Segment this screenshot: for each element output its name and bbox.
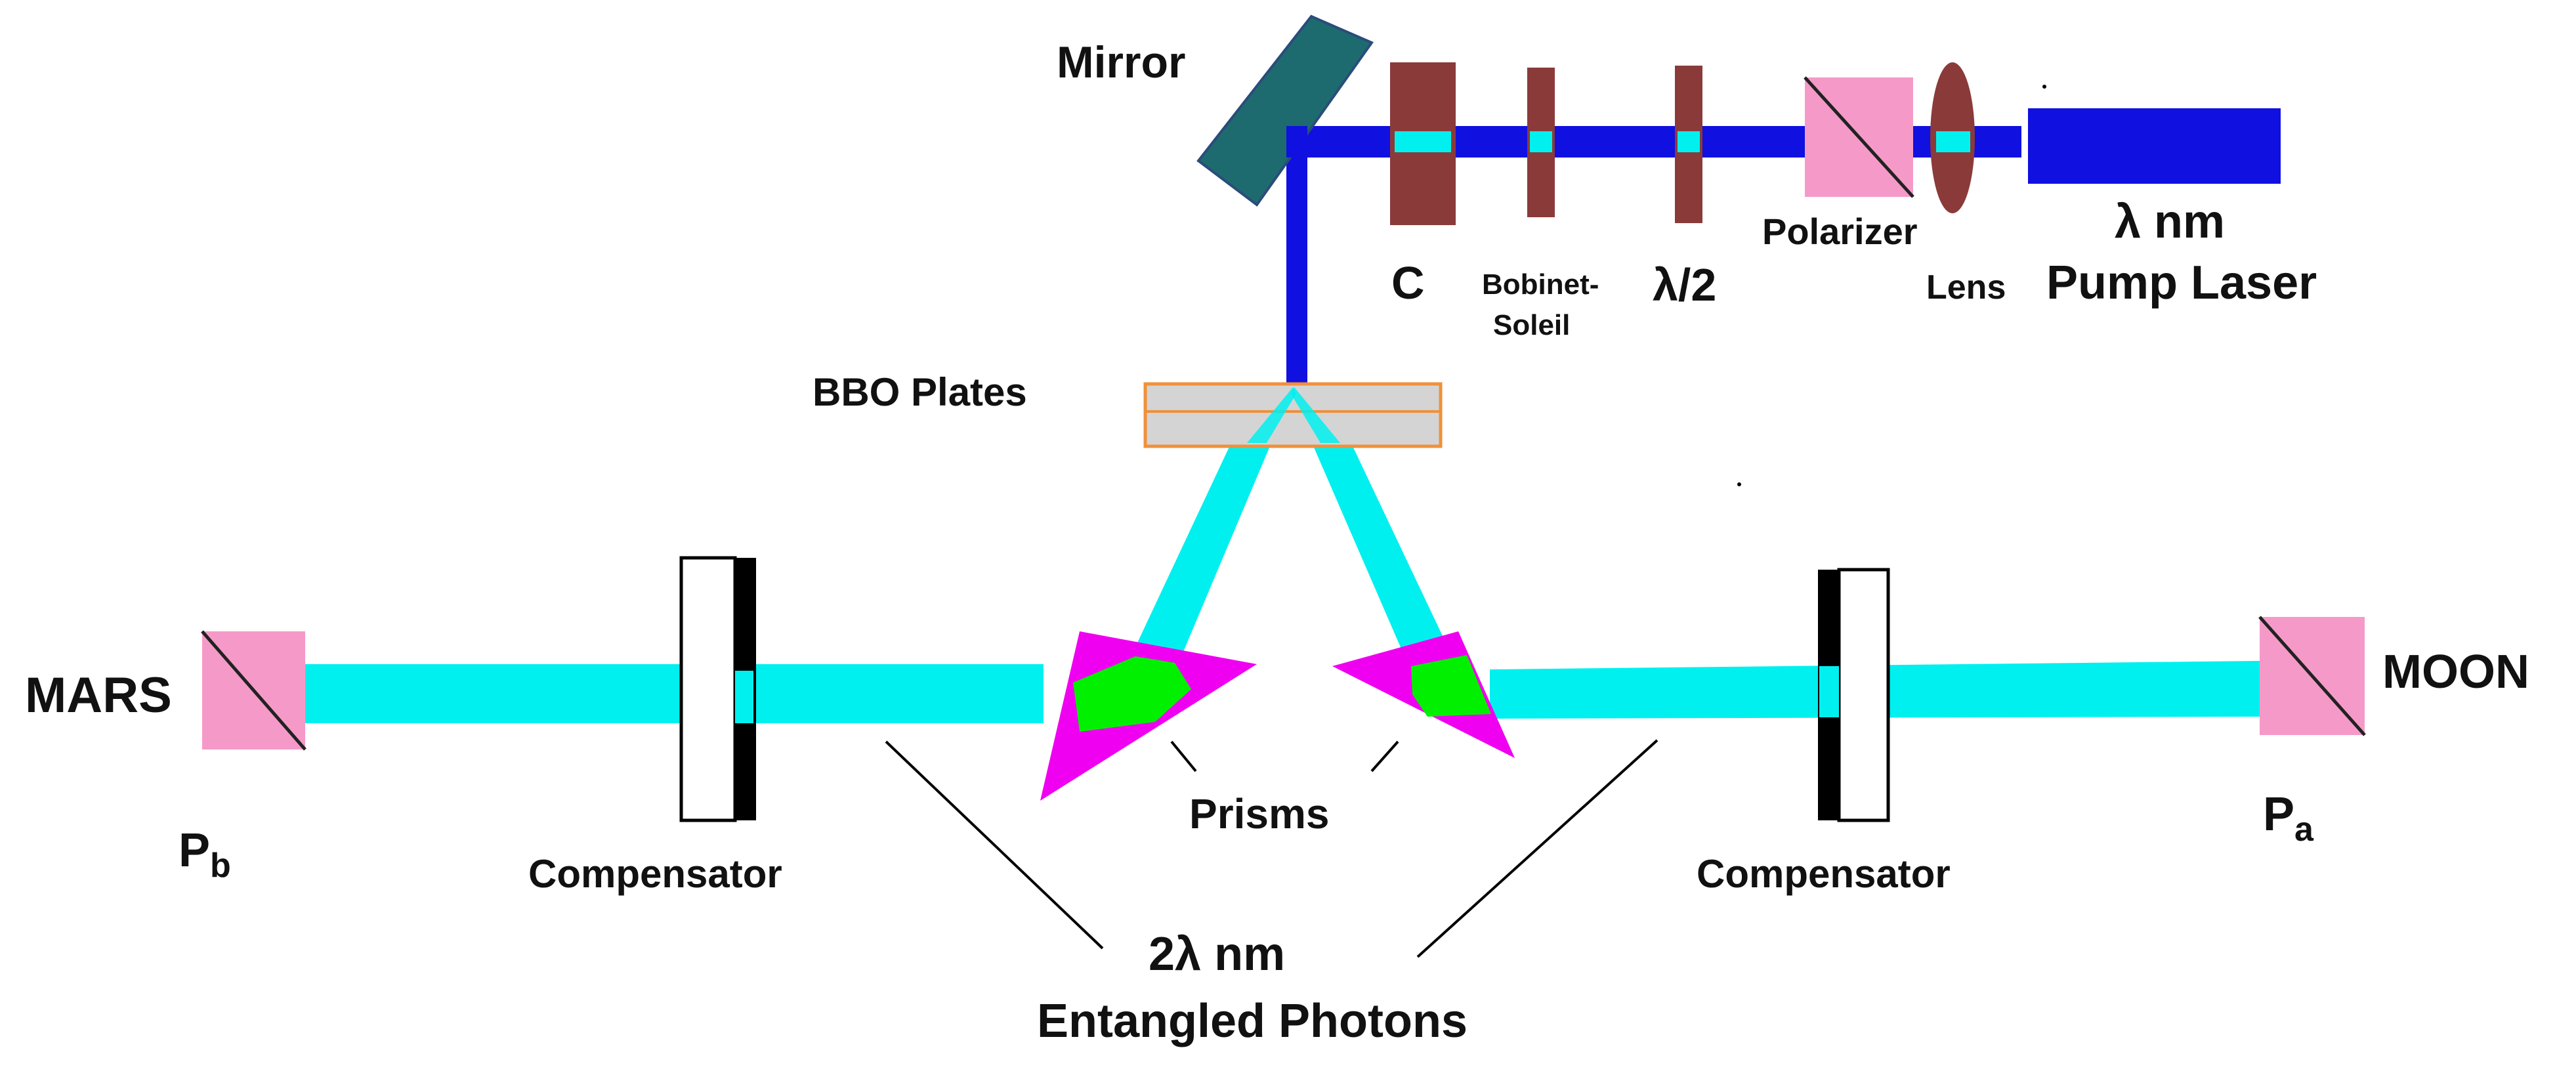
compensator-right — [1837, 568, 1890, 822]
pump-laser — [2028, 108, 2281, 184]
label-mirror: Mirror — [1057, 37, 1185, 87]
half-wave-plate-window — [1678, 131, 1700, 152]
label-polarizer: Polarizer — [1762, 211, 1918, 252]
pump-polarizer-diagonal — [1804, 76, 1914, 198]
label-soleil: Soleil — [1493, 309, 1570, 341]
polarizer-pa-diagonal — [2258, 616, 2366, 736]
stray-dot-1 — [2042, 85, 2046, 89]
mirror — [1196, 14, 1374, 207]
label-pb: Pb — [179, 824, 231, 885]
label-prisms: Prisms — [1189, 790, 1329, 837]
label-entangled-photons: Entangled Photons — [1037, 995, 1467, 1047]
pointer-line-prism-right — [1370, 740, 1399, 772]
photon-beam-left — [295, 664, 1044, 723]
bbo-plates — [1143, 382, 1443, 448]
bobinet-soleil-window — [1530, 131, 1552, 152]
label-compensator-left: Compensator — [528, 852, 782, 896]
pointer-line-prism-left — [1170, 740, 1197, 772]
compensator-left-window — [735, 671, 753, 723]
label-pump-laser: Pump Laser — [2046, 257, 2317, 309]
label-pb-subscript: b — [210, 847, 231, 885]
label-c: C — [1391, 257, 1425, 308]
label-compensator-right: Compensator — [1697, 852, 1951, 896]
label-bobinet: Bobinet- — [1482, 268, 1599, 301]
photon-beam-diagonal-left — [1134, 384, 1296, 656]
prism-right-window — [1411, 655, 1491, 717]
label-pa: Pa — [2263, 788, 2314, 849]
label-bbo-plates: BBO Plates — [813, 370, 1027, 414]
label-lens: Lens — [1926, 268, 2006, 306]
stray-dot-2 — [1737, 482, 1741, 486]
lens-beam-window — [1936, 131, 1970, 152]
c-element-window — [1395, 131, 1451, 152]
bbo-beam-overlay-left — [1247, 387, 1296, 443]
label-pa-subscript: a — [2294, 811, 2314, 849]
compensator-left — [679, 556, 737, 822]
prism-left-window — [1073, 656, 1191, 732]
label-mars: MARS — [25, 667, 172, 723]
pump-beam-vertical — [1286, 126, 1307, 385]
mirror-beam-corner — [1286, 126, 1307, 158]
label-half-wave: λ/2 — [1653, 259, 1716, 310]
polarizer-pb-diagonal — [201, 630, 306, 751]
pointer-line-photons-left — [885, 740, 1104, 950]
label-lambda-nm: λ nm — [2115, 196, 2225, 248]
bbo-beam-overlay-right — [1291, 387, 1340, 443]
label-moon: MOON — [2382, 646, 2529, 698]
photon-beam-diagonal-right — [1286, 384, 1449, 656]
label-two-lambda-nm: 2λ nm — [1149, 928, 1285, 980]
pointer-line-photons-right — [1416, 739, 1658, 958]
compensator-right-window — [1819, 666, 1839, 717]
